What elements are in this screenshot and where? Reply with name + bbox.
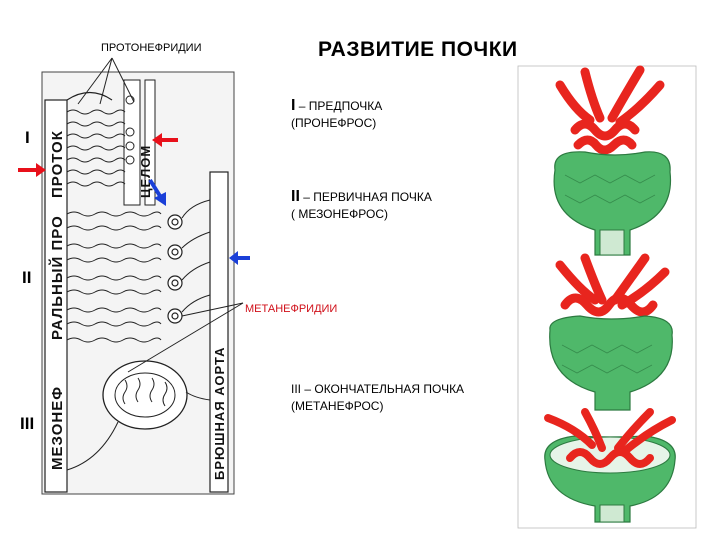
stage-3-line2: (МЕТАНЕФРОС) bbox=[291, 399, 384, 413]
stage-3-roman: III bbox=[291, 382, 302, 396]
nephrostome-beads bbox=[125, 95, 135, 165]
stage-2-roman: II bbox=[291, 188, 300, 205]
stage-1-roman: I bbox=[291, 97, 296, 114]
page-title: РАЗВИТИЕ ПОЧКИ bbox=[318, 38, 518, 61]
mesonephric-duct-text: МЕЗОНЕФ bbox=[49, 386, 66, 470]
capsule-stage-1 bbox=[553, 151, 672, 256]
blue-arrow-diagonal bbox=[148, 178, 166, 206]
metanephros-inner bbox=[114, 372, 176, 418]
coelom-text: ЦЕЛОМ bbox=[138, 145, 153, 198]
metanephros-tuft bbox=[544, 408, 676, 468]
metanephridia-label: МЕТАНЕФРИДИИ bbox=[245, 303, 338, 315]
metanephros-capsule bbox=[102, 360, 188, 430]
pronephros-tubules bbox=[66, 109, 126, 187]
stage-1-label: I – ПРЕДПОЧКА (ПРОНЕФРОС) bbox=[291, 97, 382, 132]
mesonephros-tubules bbox=[66, 211, 162, 343]
side-label-2: II bbox=[22, 268, 32, 287]
stage-2-line1: – ПЕРВИЧНАЯ ПОЧКА bbox=[303, 190, 432, 204]
pronephros-tuft bbox=[555, 65, 665, 155]
coelom-wall bbox=[144, 79, 156, 206]
red-arrow-coelom bbox=[152, 133, 178, 147]
duct-text: ПРОТОК bbox=[49, 130, 66, 198]
pronephridia-label: ПРОТОНЕФРИДИИ bbox=[101, 42, 202, 54]
stage-1-line2: (ПРОНЕФРОС) bbox=[291, 116, 377, 130]
aortic-branches bbox=[181, 199, 211, 313]
blue-arrow-aorta bbox=[229, 251, 250, 265]
stage-3-line1: – ОКОНЧАТЕЛЬНАЯ ПОЧКА bbox=[304, 382, 465, 396]
mesonephros-glomeruli bbox=[167, 214, 183, 324]
aorta-text: БРЮШНАЯ АОРТА bbox=[212, 346, 227, 480]
side-label-3: III bbox=[20, 414, 35, 433]
red-arrow-left bbox=[18, 163, 46, 177]
pointer-lines bbox=[77, 57, 244, 373]
capsule-stage-2 bbox=[549, 315, 673, 411]
stage-2-label: II – ПЕРВИЧНАЯ ПОЧКА ( МЕЗОНЕФРОС) bbox=[291, 188, 432, 223]
metanephros-tubules bbox=[66, 377, 211, 471]
stage-2-line2: ( МЕЗОНЕФРОС) bbox=[291, 207, 389, 221]
duct-upper-text: РАЛЬНЫЙ ПРО bbox=[48, 215, 66, 340]
aorta-tube bbox=[209, 171, 229, 493]
mesonephros-tuft bbox=[555, 253, 670, 317]
mesonephric-duct bbox=[44, 99, 68, 493]
stage-1-line1: – ПРЕДПОЧКА bbox=[298, 99, 383, 113]
stage-3-label: III – ОКОНЧАТЕЛЬНАЯ ПОЧКА (МЕТАНЕФРОС) bbox=[291, 381, 464, 415]
side-label-1: I bbox=[25, 128, 30, 147]
